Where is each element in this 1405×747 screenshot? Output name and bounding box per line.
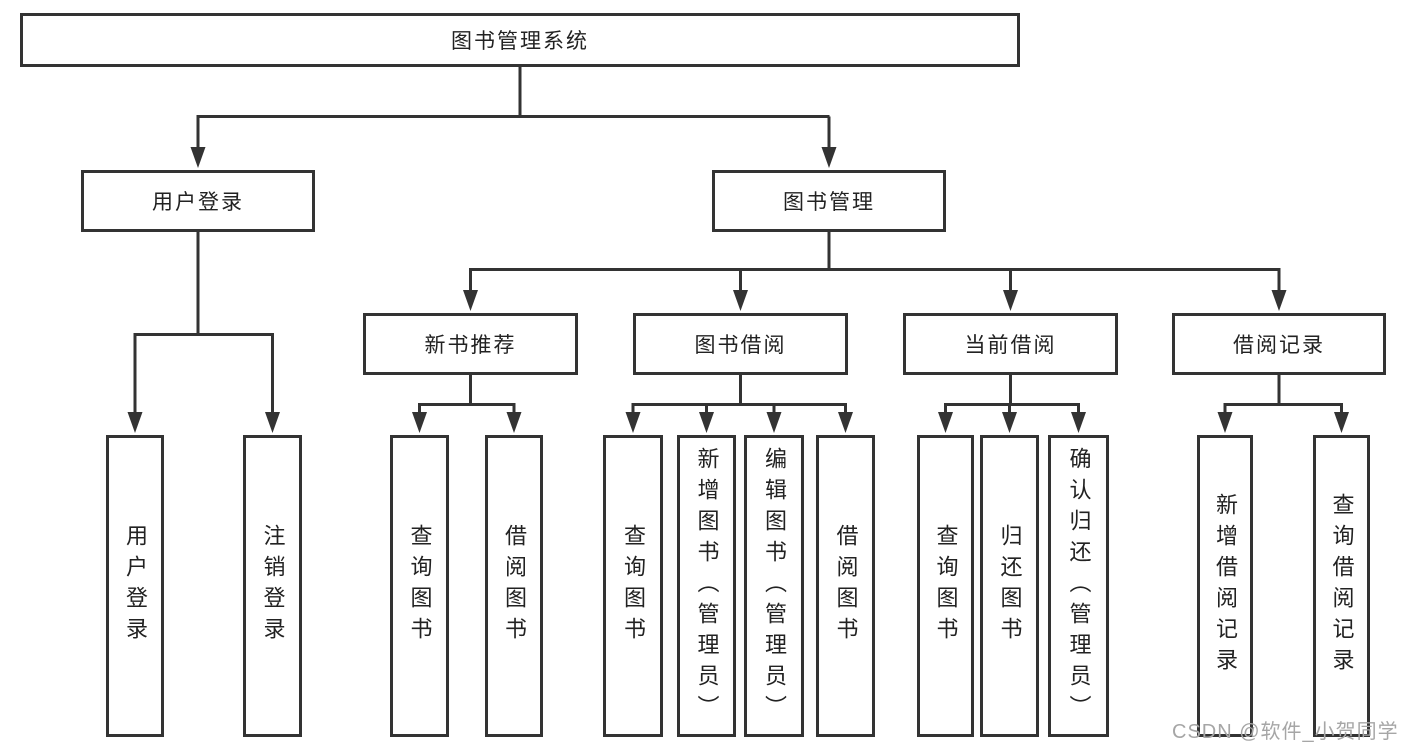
- node-borrow-records-label: 借阅记录: [1233, 334, 1325, 357]
- leaf-user-login: 用户登录: [106, 435, 164, 737]
- leaf-borrow-books-borrow-label: 借阅图书: [833, 524, 859, 648]
- arrowheads: [127, 147, 1349, 433]
- leaf-return-books-label: 归还图书: [997, 524, 1023, 648]
- node-borrow-records: 借阅记录: [1172, 313, 1386, 375]
- leaf-query-books-borrow: 查询图书: [603, 435, 663, 737]
- node-root: 图书管理系统: [20, 13, 1020, 67]
- leaf-confirm-return-admin: 确认归还（管理员）: [1048, 435, 1109, 737]
- node-current-borrow-label: 当前借阅: [964, 334, 1057, 357]
- node-book-borrow-label: 图书借阅: [694, 334, 787, 357]
- leaf-query-books-current-label: 查询图书: [933, 524, 959, 648]
- node-user-login-label: 用户登录: [152, 191, 244, 214]
- node-book-borrow: 图书借阅: [633, 313, 848, 375]
- leaf-query-books-current: 查询图书: [917, 435, 974, 737]
- leaf-query-books-recommend: 查询图书: [390, 435, 449, 737]
- csdn-watermark: CSDN @软件_小贺同学: [1172, 721, 1399, 743]
- leaf-add-borrow-record-label: 新增借阅记录: [1213, 493, 1238, 679]
- node-user-login: 用户登录: [81, 170, 315, 232]
- node-current-borrow: 当前借阅: [903, 313, 1118, 375]
- leaf-add-borrow-record: 新增借阅记录: [1197, 435, 1253, 737]
- connector-paths: [133, 67, 1343, 417]
- node-book-management-label: 图书管理: [783, 191, 875, 214]
- leaf-query-books-borrow-label: 查询图书: [621, 524, 646, 648]
- leaf-logout: 注销登录: [243, 435, 302, 737]
- leaf-add-books-admin-label: 新增图书（管理员）: [694, 446, 720, 726]
- node-new-book-recommend: 新书推荐: [363, 313, 578, 375]
- leaf-edit-books-admin: 编辑图书（管理员）: [744, 435, 804, 737]
- leaf-borrow-books-recommend: 借阅图书: [485, 435, 543, 737]
- leaf-query-books-recommend-label: 查询图书: [407, 524, 433, 648]
- node-root-label: 图书管理系统: [451, 30, 589, 53]
- leaf-borrow-books-borrow: 借阅图书: [816, 435, 875, 737]
- leaf-query-borrow-record-label: 查询借阅记录: [1329, 493, 1355, 679]
- node-new-book-recommend-label: 新书推荐: [424, 334, 517, 357]
- leaf-edit-books-admin-label: 编辑图书（管理员）: [762, 446, 787, 726]
- leaf-user-login-label: 用户登录: [123, 524, 148, 648]
- leaf-logout-label: 注销登录: [260, 524, 286, 648]
- leaf-confirm-return-admin-label: 确认归还（管理员）: [1066, 446, 1092, 726]
- leaf-query-borrow-record: 查询借阅记录: [1313, 435, 1370, 737]
- leaf-add-books-admin: 新增图书（管理员）: [677, 435, 736, 737]
- leaf-return-books: 归还图书: [980, 435, 1039, 737]
- node-book-management: 图书管理: [712, 170, 946, 232]
- leaf-borrow-books-recommend-label: 借阅图书: [502, 524, 527, 648]
